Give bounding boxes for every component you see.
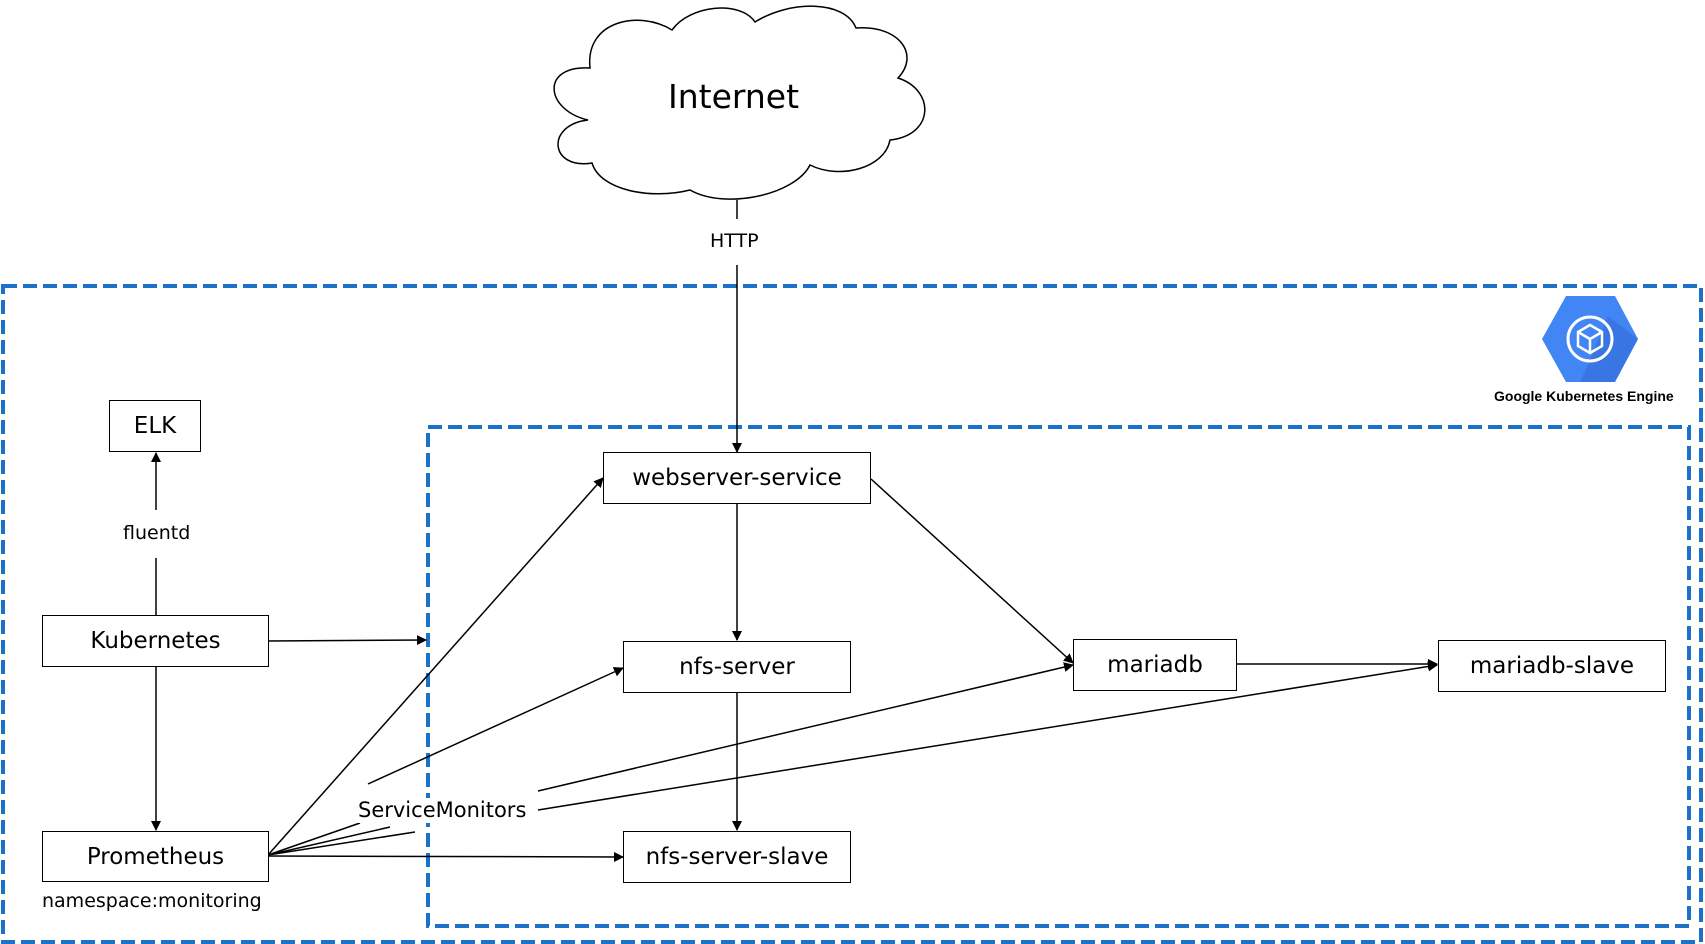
application-namespace-boundary bbox=[426, 425, 1691, 928]
gke-cluster-boundary bbox=[1, 284, 1703, 944]
edge-prometheus-nfs-server-b bbox=[367, 667, 624, 785]
edge-kubernetes-namespace bbox=[267, 635, 427, 646]
edge-prometheus-nfs-server-a bbox=[267, 822, 361, 856]
edge-prometheus-mariadb-slave-a bbox=[267, 831, 416, 856]
nfs-server-slave-node[interactable]: nfs-server-slave bbox=[623, 831, 851, 883]
gke-caption: Google Kubernetes Engine bbox=[1494, 388, 1674, 404]
elk-node[interactable]: ELK bbox=[109, 400, 201, 452]
edge-prometheus-mariadb-b bbox=[537, 662, 1074, 792]
webserver-service-node[interactable]: webserver-service bbox=[603, 452, 871, 504]
http-edge-label: HTTP bbox=[710, 230, 759, 252]
service-monitors-label: ServiceMonitors bbox=[356, 798, 529, 823]
mariadb-slave-node[interactable]: mariadb-slave bbox=[1438, 640, 1666, 692]
nfs-server-node[interactable]: nfs-server bbox=[623, 641, 851, 693]
gke-hexagon-cube-icon bbox=[1542, 296, 1638, 382]
kubernetes-node[interactable]: Kubernetes bbox=[42, 615, 269, 667]
edge-prometheus-mariadb-a bbox=[267, 826, 391, 856]
edge-webserver-mariadb bbox=[870, 478, 1074, 664]
internet-label: Internet bbox=[668, 77, 800, 116]
fluentd-edge-label: fluentd bbox=[123, 522, 191, 544]
mariadb-node[interactable]: mariadb bbox=[1073, 639, 1237, 691]
internet-cloud-icon bbox=[553, 5, 926, 200]
edge-prometheus-nfs-server-slave bbox=[267, 851, 624, 862]
edge-prometheus-mariadb-slave-b bbox=[537, 661, 1438, 811]
prometheus-node[interactable]: Prometheus bbox=[42, 831, 269, 882]
namespace-monitoring-label: namespace:monitoring bbox=[42, 890, 262, 912]
edge-prometheus-webserver bbox=[267, 477, 604, 856]
